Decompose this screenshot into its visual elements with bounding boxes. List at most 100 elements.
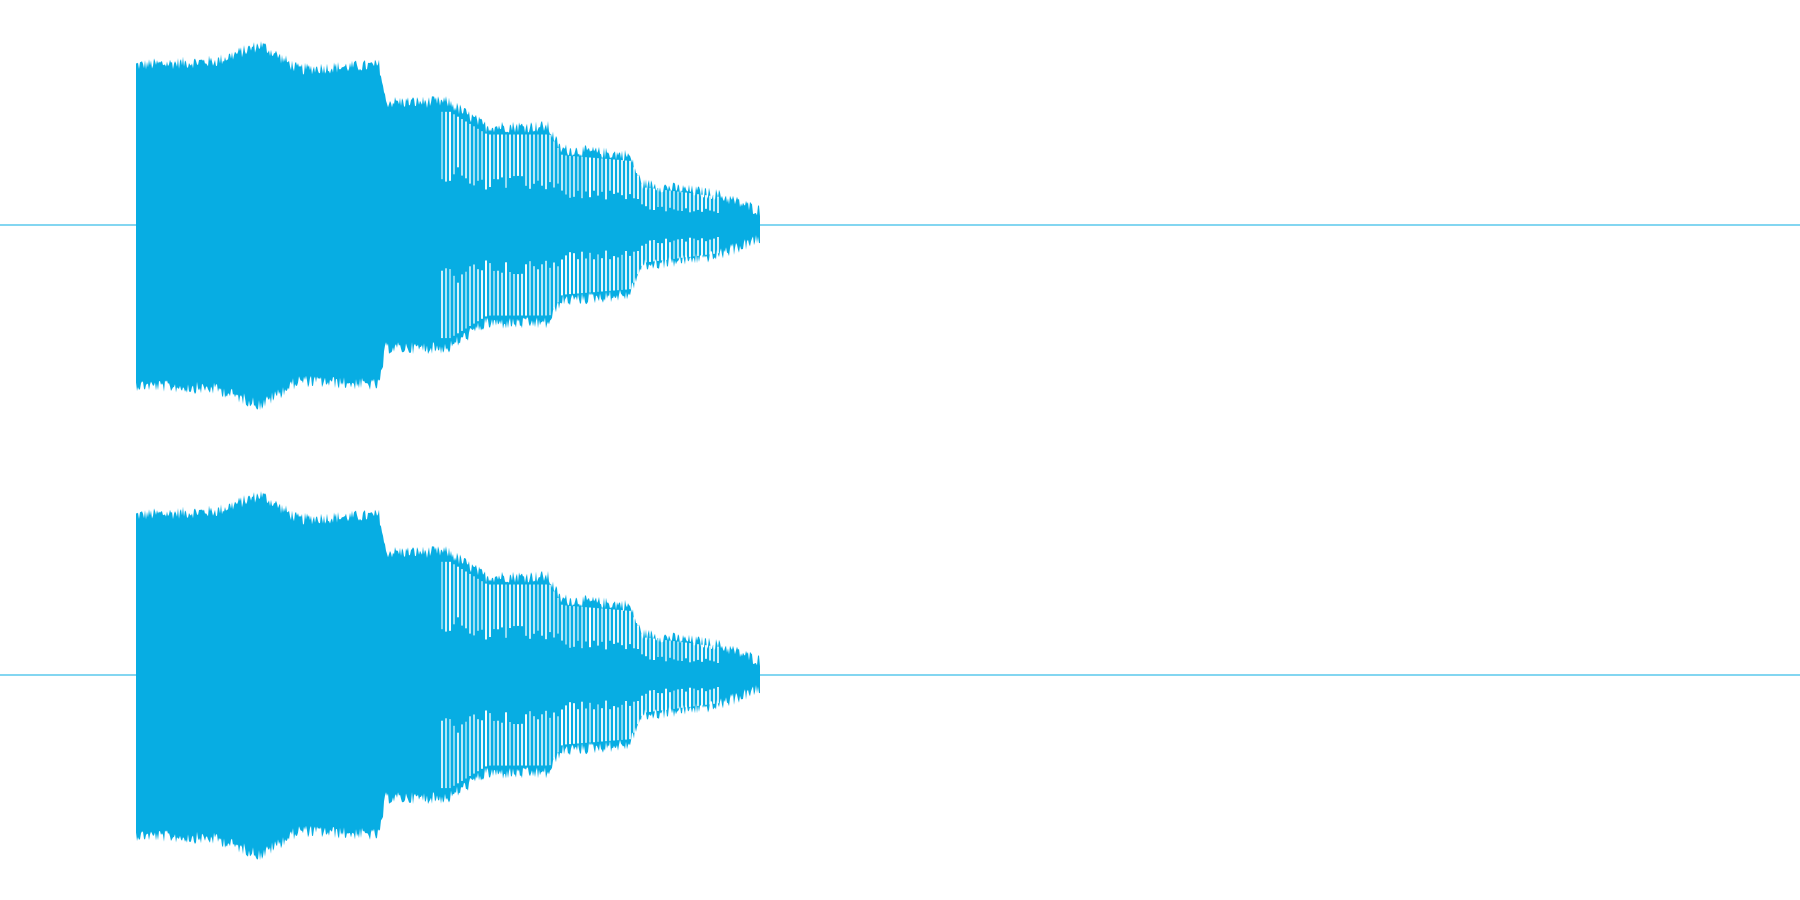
waveform-channel-1[interactable]: [0, 41, 1800, 411]
waveform-gap-stripe: [665, 238, 667, 260]
waveform-gap-stripe: [617, 707, 619, 741]
waveform-gap-stripe: [541, 714, 543, 766]
waveform-gap-stripe: [709, 689, 711, 705]
waveform-gap-stripe: [613, 609, 615, 644]
waveform-gap-stripe: [601, 258, 603, 292]
waveform-gap-stripe: [693, 193, 695, 212]
waveform-gap-stripe: [601, 608, 603, 642]
waveform-gap-stripe: [565, 605, 567, 645]
waveform-gap-stripe: [621, 610, 623, 646]
waveform-gap-stripe: [569, 605, 571, 648]
waveform-gap-stripe: [625, 701, 627, 740]
waveform-gap-stripe: [525, 264, 527, 316]
waveform-gap-stripe: [517, 584, 519, 626]
waveform-gap-stripe: [593, 157, 595, 191]
waveform-gap-stripe: [613, 706, 615, 741]
waveform-gap-stripe: [553, 712, 555, 759]
waveform-gap-stripe: [545, 584, 547, 640]
waveform-gap-stripe: [633, 617, 635, 649]
waveform-gap-stripe: [597, 158, 599, 196]
waveform-gap-stripe: [481, 131, 483, 180]
waveform-gap-stripe: [457, 282, 459, 334]
waveform-gap-stripe: [465, 571, 467, 629]
waveform-gap-stripe: [649, 188, 651, 210]
waveform-gap-stripe: [613, 256, 615, 291]
waveform-gap-stripe: [565, 705, 567, 745]
waveform-gap-stripe: [541, 134, 543, 186]
waveform-gap-stripe: [493, 584, 495, 630]
waveform-gap-stripe: [461, 724, 463, 781]
waveform-gap-stripe: [585, 157, 587, 192]
waveform-gap-stripe: [537, 269, 539, 316]
waveform-gap-stripe: [617, 159, 619, 193]
waveform-gap-stripe: [633, 251, 635, 283]
waveform-gap-stripe: [685, 192, 687, 209]
waveform-gap-stripe: [709, 195, 711, 211]
waveform-gap-stripe: [709, 239, 711, 255]
waveform-gap-stripe: [713, 688, 715, 704]
waveform-gap-stripe: [445, 268, 447, 339]
waveform-gap-stripe: [565, 255, 567, 295]
waveform-gap-stripe: [449, 111, 451, 181]
waveform-gap-stripe: [581, 606, 583, 649]
waveform-gap-stripe: [653, 690, 655, 712]
waveform-gap-stripe: [533, 134, 535, 184]
waveform-gap-stripe: [501, 584, 503, 628]
waveform-gap-stripe: [605, 700, 607, 742]
waveform-gap-stripe: [649, 240, 651, 262]
waveform-gap-stripe: [557, 716, 559, 752]
waveform-gap-stripe: [625, 160, 627, 200]
waveform-gap-stripe: [609, 259, 611, 291]
waveform-gap-stripe: [541, 584, 543, 636]
waveform-gap-stripe: [653, 638, 655, 660]
waveform-gap-stripe: [529, 261, 531, 316]
waveform-gap-stripe: [673, 641, 675, 660]
waveform-gap-stripe: [465, 271, 467, 329]
waveform-gap-stripe: [549, 717, 551, 766]
waveform-gap-stripe: [493, 134, 495, 180]
waveform-gap-stripe: [689, 643, 691, 663]
waveform-gap-stripe: [577, 156, 579, 191]
waveform-gap-stripe: [605, 250, 607, 292]
waveform-channel-2[interactable]: [0, 491, 1800, 861]
waveform-gap-stripe: [697, 690, 699, 706]
waveform-gap-stripe: [689, 687, 691, 707]
waveform-gap-stripe: [453, 725, 455, 786]
waveform-gap-stripe: [509, 272, 511, 316]
waveform-gap-stripe: [681, 238, 683, 258]
waveform-gap-stripe: [609, 709, 611, 741]
waveform-gap-stripe: [705, 691, 707, 705]
waveform-gap-stripe: [441, 561, 443, 630]
waveform-gap-stripe: [621, 254, 623, 290]
waveform-gap-stripe: [469, 266, 471, 326]
waveform-gap-stripe: [485, 710, 487, 767]
waveform-gap-stripe: [465, 121, 467, 179]
waveform-gap-stripe: [669, 190, 671, 208]
waveform-gap-stripe: [677, 239, 679, 259]
waveform-gap-stripe: [641, 245, 643, 266]
waveform-gap-stripe: [529, 134, 531, 189]
waveform-gap-stripe: [569, 252, 571, 295]
waveform-gap-stripe: [617, 257, 619, 291]
waveform-gap-stripe: [485, 133, 487, 190]
waveform-gap-stripe: [697, 240, 699, 256]
waveform-gap-stripe: [705, 241, 707, 255]
waveform-gap-stripe: [601, 158, 603, 192]
waveform-gap-stripe: [609, 159, 611, 191]
waveform-gap-stripe: [581, 156, 583, 199]
waveform-gap-stripe: [585, 607, 587, 642]
waveform-gap-stripe: [497, 134, 499, 180]
waveform-gap-stripe: [533, 716, 535, 766]
waveform-gap-stripe: [541, 264, 543, 316]
waveform-gap-stripe: [489, 584, 491, 637]
waveform-gap-stripe: [481, 270, 483, 319]
waveform-gap-stripe: [661, 189, 663, 207]
waveform-gap-stripe: [693, 643, 695, 662]
waveform-gap-stripe: [665, 190, 667, 212]
waveform-gap-stripe: [505, 712, 507, 766]
waveform-gap-stripe: [521, 723, 523, 766]
waveform-gap-stripe: [713, 646, 715, 662]
waveform-gap-stripe: [457, 566, 459, 618]
waveform-gap-stripe: [441, 270, 443, 339]
